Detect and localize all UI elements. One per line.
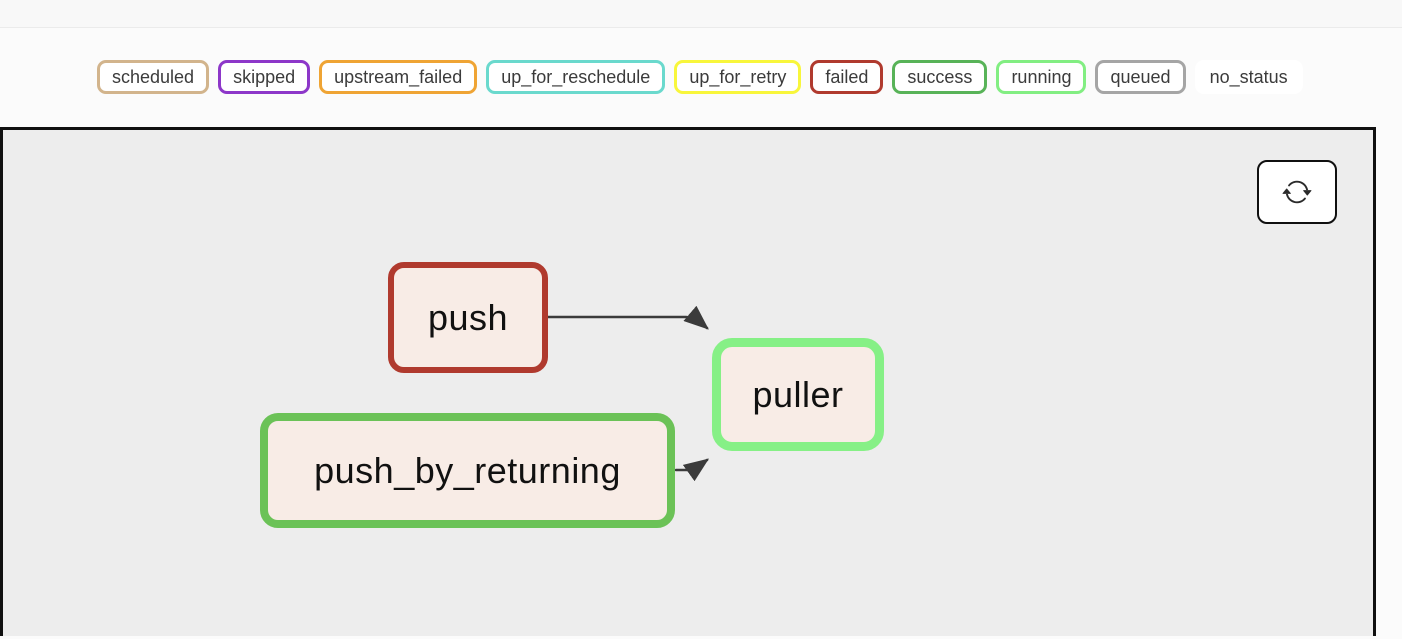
legend-badge-upstream-failed: upstream_failed: [319, 60, 478, 94]
legend-badge-queued: queued: [1095, 60, 1186, 94]
legend-badge-up-for-retry: up_for_retry: [674, 60, 802, 94]
browser-chrome-strip: [0, 0, 1402, 28]
legend-badge-skipped: skipped: [218, 60, 311, 94]
task-node-puller-label: puller: [752, 373, 844, 415]
state-legend: scheduled skipped upstream_failed up_for…: [0, 28, 1402, 126]
legend-badge-scheduled: scheduled: [97, 60, 210, 94]
legend-badge-failed: failed: [810, 60, 884, 94]
dag-graph-panel: push puller push_by_returning: [0, 127, 1376, 636]
task-node-push[interactable]: push: [388, 262, 548, 373]
task-node-puller[interactable]: puller: [712, 338, 884, 451]
state-legend-row: scheduled skipped upstream_failed up_for…: [97, 60, 1303, 94]
edge-push-to-puller: [546, 305, 709, 330]
task-node-push-by-returning-label: push_by_returning: [314, 449, 621, 491]
legend-badge-success: success: [892, 60, 988, 94]
graph-canvas[interactable]: push puller push_by_returning: [3, 130, 1373, 636]
refresh-icon: [1282, 177, 1312, 207]
legend-badge-running: running: [996, 60, 1087, 94]
edge-push-by-returning-to-puller: [674, 458, 710, 482]
legend-badge-up-for-reschedule: up_for_reschedule: [486, 60, 666, 94]
dag-edges: [546, 305, 710, 482]
legend-badge-no-status: no_status: [1194, 60, 1303, 94]
task-node-push-label: push: [427, 296, 509, 338]
task-node-push-by-returning[interactable]: push_by_returning: [260, 413, 675, 528]
refresh-button[interactable]: [1257, 160, 1337, 224]
